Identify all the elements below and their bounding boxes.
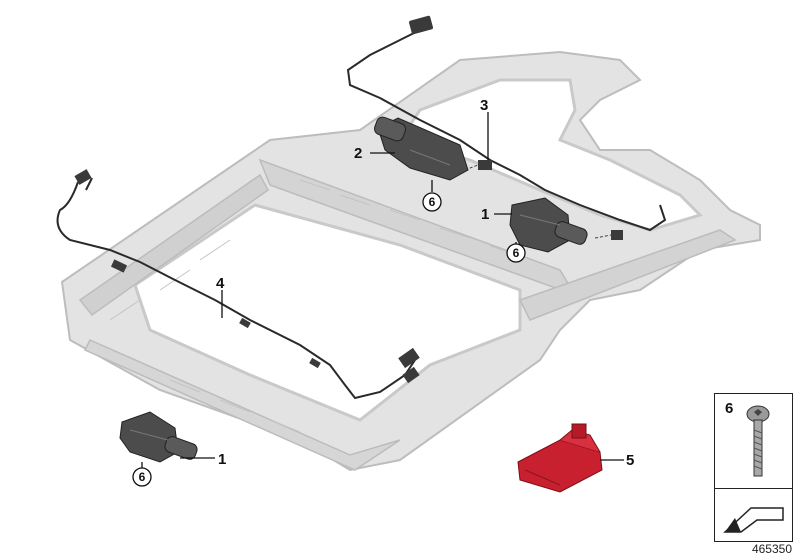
rear-harness-plug [409,15,433,35]
legend-number: 6 [725,400,734,417]
legend-box: 6 [714,393,793,542]
harness-connector-end-3 [402,366,420,384]
frame-opening-front [133,203,522,422]
callout-5: 5 [626,452,634,469]
harness-connector-end-2 [398,347,420,369]
harness-clip-2 [239,317,251,329]
connector-5 [517,423,603,493]
callout-6-c: 6 [132,467,152,487]
harness-clip-3 [309,357,321,369]
rear-harness-connector-2 [611,230,623,240]
harness-clip-1 [110,259,128,273]
callout-3: 3 [480,97,488,114]
motor-1-upper [509,197,588,253]
svg-text:6: 6 [429,195,436,209]
callout-2: 2 [354,145,362,162]
wiring-harness-front [56,169,420,400]
motor-2 [374,116,469,181]
sunroof-frame [60,50,761,472]
frame-right-rail [518,229,737,321]
callout-4: 4 [216,275,225,292]
screw-icon [746,405,770,477]
callout-6-a: 6 [422,192,442,212]
rear-harness-connector-1 [478,160,492,170]
harness-connector-end-1 [74,169,92,185]
part-number: 465350 [751,542,792,556]
callout-6-b: 6 [506,243,526,263]
callout-1-upper: 1 [481,206,489,223]
frame-front-rail [83,339,401,471]
svg-text:6: 6 [139,470,146,484]
svg-text:6: 6 [513,246,520,260]
leader-lines [141,112,624,468]
callout-1-lower: 1 [218,451,226,468]
legend-divider [715,488,792,489]
arrow-corner-icon [723,507,784,533]
motor-1-lower [119,411,198,463]
frame-side-rail [78,173,269,317]
